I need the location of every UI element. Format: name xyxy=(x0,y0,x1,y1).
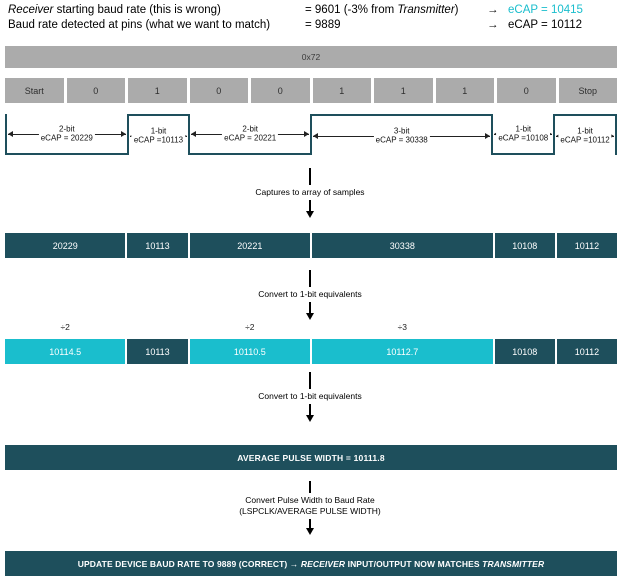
bit-cell: 1 xyxy=(374,78,433,103)
converted-cell: 10113 xyxy=(127,339,188,364)
step-caption: Captures to array of samples xyxy=(255,187,365,197)
divisor-label-row: ÷2 ÷2 ÷3 xyxy=(5,320,617,333)
arrow-line xyxy=(309,200,311,212)
receiver-ecap-value: eCAP = 10415 xyxy=(508,4,583,16)
right-arrow-icon: → xyxy=(487,4,499,16)
arrow-line xyxy=(309,270,311,287)
arrow-line xyxy=(309,372,311,389)
process-step-capture: Captures to array of samples xyxy=(0,168,620,219)
update-baud-rate-bar: UPDATE DEVICE BAUD RATE TO 9889 (CORRECT… xyxy=(5,551,617,576)
arrow-line xyxy=(309,302,311,314)
header-line-receiver: Receiver starting baud rate (this is wro… xyxy=(0,4,620,19)
step-caption: Convert to 1-bit equivalents xyxy=(258,391,362,401)
sample-cell: 20221 xyxy=(189,233,311,258)
down-arrow-icon xyxy=(306,313,314,321)
detected-ecap-value: eCAP = 10112 xyxy=(508,19,583,31)
converted-cell: 10114.5 xyxy=(5,339,126,364)
divisor-label: ÷2 xyxy=(245,321,255,332)
divisor-spacer xyxy=(495,320,555,333)
divisor-spacer xyxy=(557,320,617,333)
bit-cell: 0 xyxy=(189,78,248,103)
sample-cell: 10112 xyxy=(556,233,618,258)
sample-cell: 30338 xyxy=(312,233,493,258)
bit-cell: 1 xyxy=(435,78,494,103)
header-line-detected: Baud rate detected at pins (what we want… xyxy=(0,19,620,34)
down-arrow-icon xyxy=(306,528,314,536)
detected-description: Baud rate detected at pins (what we want… xyxy=(8,19,271,31)
right-arrow-icon: → xyxy=(487,19,499,31)
receiver-description: Receiver starting baud rate (this is wro… xyxy=(8,4,221,16)
process-step-baud-rate: Convert Pulse Width to Baud Rate(LSPCLK/… xyxy=(0,481,620,536)
arrow-line xyxy=(309,519,311,529)
update-baud-rate-label: UPDATE DEVICE BAUD RATE TO 9889 (CORRECT… xyxy=(77,558,545,569)
receiver-baud-value: = 9601 (-3% from Transmitter) xyxy=(305,4,459,16)
down-arrow-icon xyxy=(306,415,314,423)
process-step-convert-1: Convert to 1-bit equivalents xyxy=(0,270,620,321)
average-pulse-width-label: AVERAGE PULSE WIDTH = 10111.8 xyxy=(237,452,385,463)
bit-cell: 1 xyxy=(312,78,371,103)
converted-cell: 10112.7 xyxy=(312,339,493,364)
sample-cell: 10108 xyxy=(494,233,555,258)
divisor-label: ÷3 xyxy=(397,321,408,332)
uart-bit-row: Start 0 1 0 0 1 1 1 0 Stop xyxy=(5,78,617,103)
bit-cell: 0 xyxy=(66,78,125,103)
bit-cell: 0 xyxy=(497,78,556,103)
sample-cell: 20229 xyxy=(5,233,126,258)
step-caption: Convert to 1-bit equivalents xyxy=(258,289,362,299)
divisor-spacer xyxy=(127,320,187,333)
step-caption: Convert Pulse Width to Baud Rate(LSPCLK/… xyxy=(239,495,381,517)
byte-value-bar: 0x72 xyxy=(5,46,617,68)
divisor-label: ÷2 xyxy=(60,321,70,332)
bit-cell: Start xyxy=(5,78,64,103)
capture-samples-row: 20229 10113 20221 30338 10108 10112 xyxy=(5,233,618,258)
down-arrow-icon xyxy=(306,211,314,219)
one-bit-equivalent-row: 10114.5 10113 10110.5 10112.7 10108 1011… xyxy=(5,339,618,364)
converted-cell: 10108 xyxy=(494,339,555,364)
arrow-line xyxy=(309,168,311,185)
sample-cell: 10113 xyxy=(127,233,188,258)
bit-cell: 1 xyxy=(128,78,187,103)
average-pulse-width-bar: AVERAGE PULSE WIDTH = 10111.8 xyxy=(5,445,617,470)
arrow-line xyxy=(309,404,311,416)
bit-cell: Stop xyxy=(558,78,617,103)
converted-cell: 10110.5 xyxy=(189,339,311,364)
bit-cell: 0 xyxy=(251,78,310,103)
converted-cell: 10112 xyxy=(556,339,618,364)
byte-value-label: 0x72 xyxy=(301,52,321,62)
process-step-convert-2: Convert to 1-bit equivalents xyxy=(0,372,620,423)
detected-baud-value: = 9889 xyxy=(305,19,341,31)
arrow-line xyxy=(309,481,311,493)
